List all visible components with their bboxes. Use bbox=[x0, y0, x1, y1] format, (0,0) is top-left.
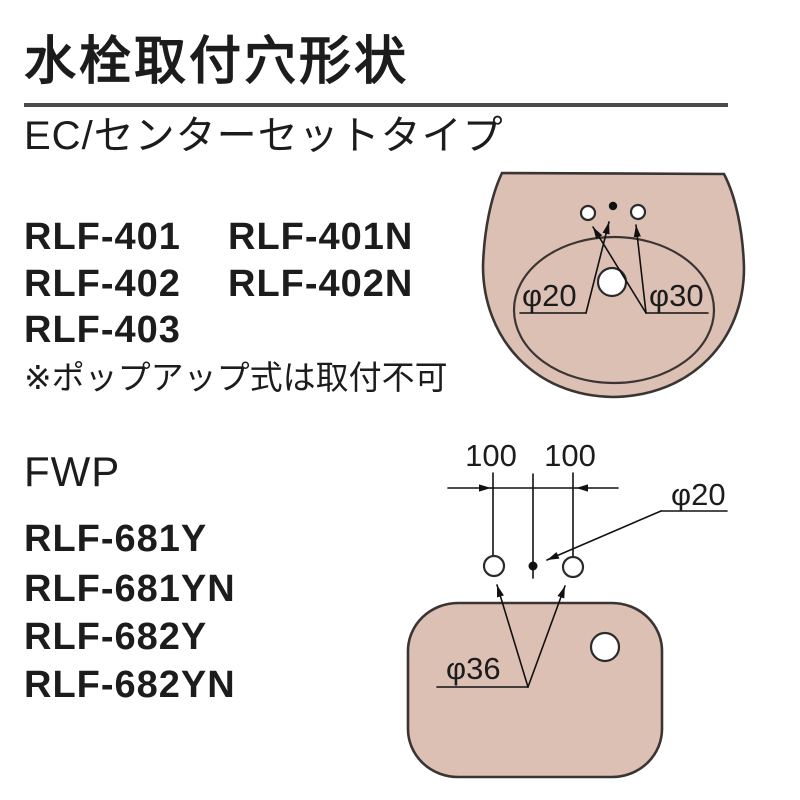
drain-hole bbox=[596, 266, 628, 298]
dim-100-right-label: 100 bbox=[544, 438, 596, 473]
basin-outline bbox=[406, 601, 664, 779]
model-number: RLF-682YN bbox=[24, 664, 236, 706]
model-number: RLF-402 bbox=[24, 263, 181, 305]
center-hole-mark bbox=[608, 201, 618, 211]
model-number: RLF-401 bbox=[24, 216, 181, 258]
model-number: RLF-401N bbox=[228, 216, 414, 258]
faucet-hole-left bbox=[579, 204, 597, 222]
model-number: RLF-403 bbox=[24, 309, 181, 351]
model-number: RLF-681YN bbox=[24, 568, 236, 610]
fwp-section-heading: FWP bbox=[24, 448, 121, 495]
phi20-leader-arrow bbox=[546, 510, 662, 561]
phi20-leader-arrow bbox=[585, 221, 610, 314]
dim-100-left-label: 100 bbox=[465, 438, 517, 473]
model-number: RLF-402N bbox=[228, 263, 414, 305]
model-number: RLF-682Y bbox=[24, 616, 208, 658]
faucet-hole-left bbox=[482, 554, 506, 578]
basin-bowl-ellipse bbox=[512, 235, 716, 385]
phi30-leader-arrow-left bbox=[592, 226, 647, 314]
phi30-label: φ30 bbox=[649, 278, 704, 313]
phi30-leader-arrow-right bbox=[633, 224, 647, 314]
phi20-label: φ20 bbox=[671, 477, 726, 512]
ec-basin-diagram: φ20 φ30 bbox=[481, 171, 746, 399]
phi36-leader-arrow-left bbox=[496, 584, 529, 688]
faucet-hole-right bbox=[629, 203, 647, 221]
title-underline bbox=[24, 103, 728, 107]
ec-section-heading: EC/センターセットタイプ bbox=[24, 114, 504, 158]
faucet-hole-right bbox=[561, 555, 585, 579]
phi20-label: φ20 bbox=[522, 278, 577, 313]
popup-drain-note: ※ポップアップ式は取付不可 bbox=[24, 359, 448, 396]
phi36-label: φ36 bbox=[446, 651, 501, 686]
overflow-hole bbox=[589, 631, 621, 663]
fwp-basin-diagram: 100 100 φ20 φ36 bbox=[406, 438, 728, 779]
center-hole-mark bbox=[528, 561, 538, 571]
phi36-leader-arrow-right bbox=[527, 585, 566, 688]
page-title: 水栓取付穴形状 bbox=[24, 33, 410, 91]
model-number: RLF-681Y bbox=[24, 518, 208, 560]
